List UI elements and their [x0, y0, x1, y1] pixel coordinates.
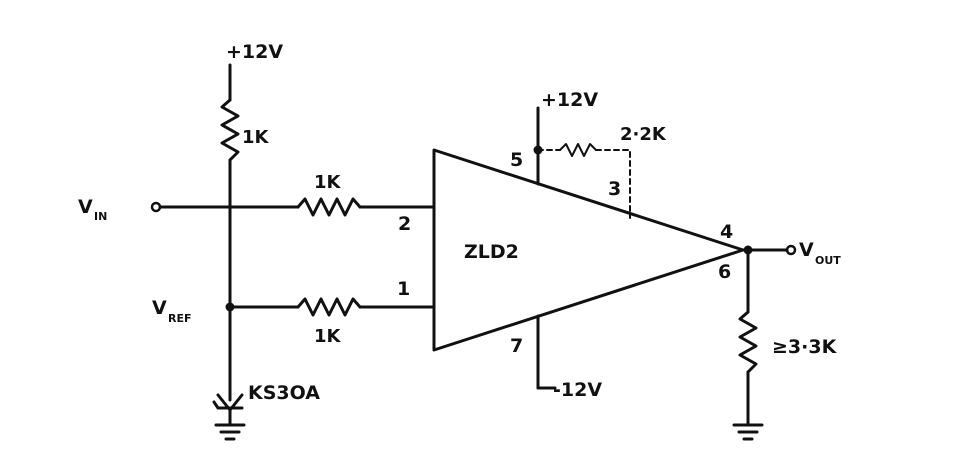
- r-in1-label: 1K: [314, 326, 342, 347]
- amp-bottom-supply-label: -12V: [553, 379, 602, 401]
- vout-subscript: OUT: [815, 254, 841, 267]
- feedback-dashed-path: [537, 149, 631, 219]
- pin2-label: 2: [398, 213, 411, 235]
- input-resistor-2: [296, 197, 362, 217]
- left-supply-label: +12V: [226, 41, 283, 63]
- pin6-label: 6: [718, 261, 731, 283]
- input-resistor-1: [296, 297, 362, 317]
- pin4-label: 4: [720, 221, 733, 243]
- r-load-label: ≥3·3K: [772, 336, 838, 358]
- vin-subscript: IN: [94, 210, 107, 223]
- amp-name-label: ZLD2: [464, 241, 519, 263]
- left-supply-resistor: [220, 98, 240, 162]
- pin3-label: 3: [608, 178, 621, 200]
- zener-diode-symbol: [212, 381, 244, 412]
- ground-symbol-left: [214, 423, 246, 441]
- vref-label: V: [152, 297, 167, 319]
- amplifier-triangle: [432, 148, 745, 352]
- load-resistor: [738, 310, 758, 374]
- pin1-label: 1: [397, 278, 410, 300]
- vin-label: V: [78, 196, 93, 218]
- r-supply-label: 1K: [242, 127, 270, 148]
- pin5-label: 5: [510, 149, 523, 171]
- r-in2-label: 1K: [314, 172, 342, 193]
- pin7-label: 7: [510, 335, 523, 357]
- amp-top-supply-label: +12V: [541, 89, 598, 111]
- vref-subscript: REF: [168, 312, 192, 325]
- zener-label: KS3OA: [248, 382, 320, 404]
- ground-symbol-right: [732, 423, 764, 441]
- r-feedback-label: 2·2K: [620, 124, 667, 145]
- vout-label: V: [799, 239, 814, 261]
- vout-terminal: [785, 244, 797, 256]
- feedback-resistor: [559, 143, 597, 157]
